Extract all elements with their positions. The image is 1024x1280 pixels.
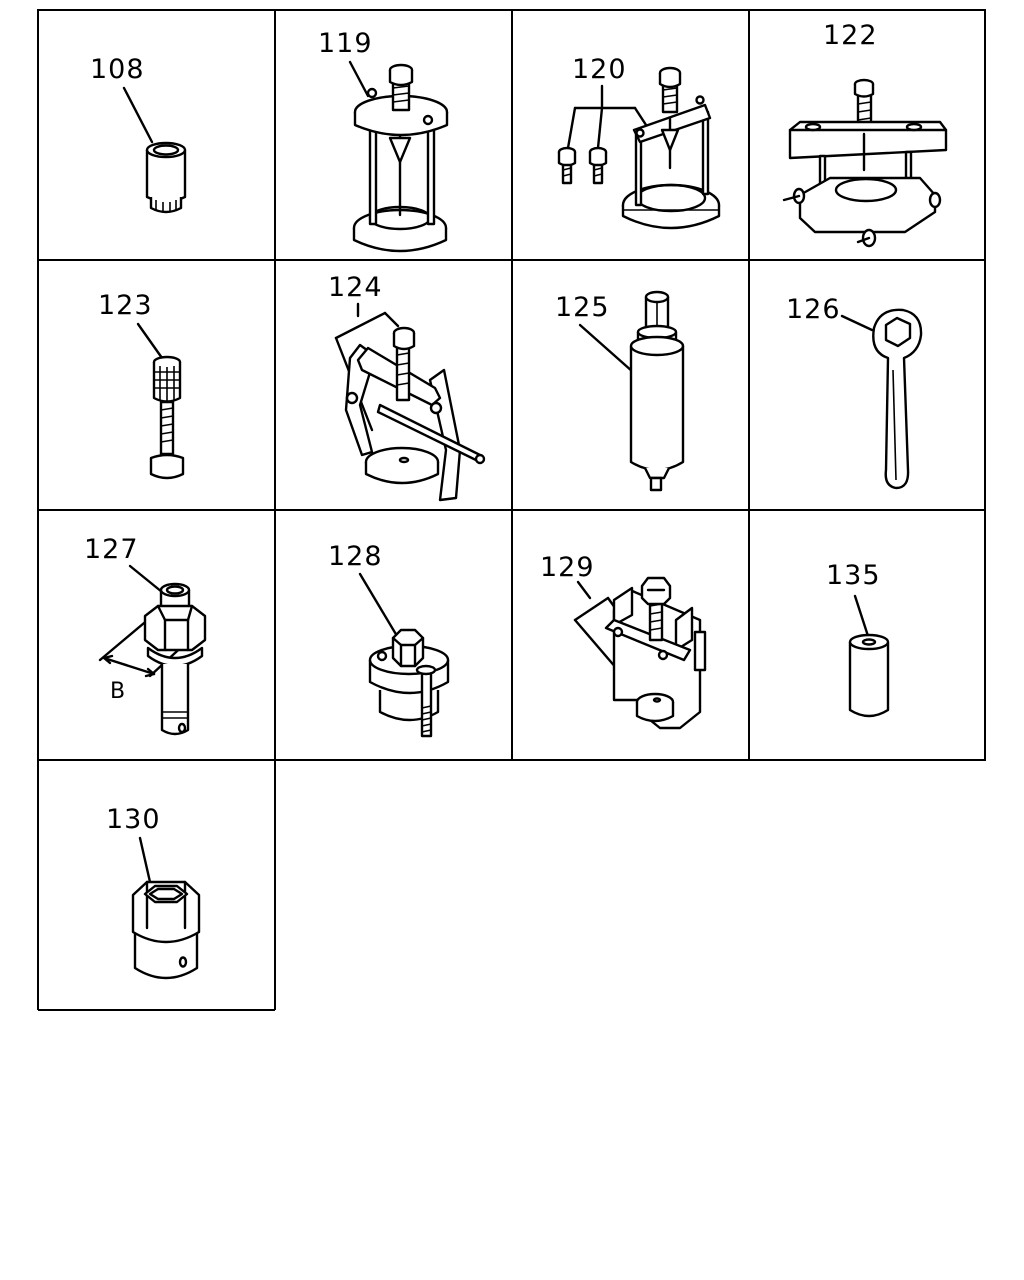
part-label-123: 123 bbox=[98, 290, 153, 321]
cell-120: 120 bbox=[557, 54, 721, 230]
cell-127: 127 B bbox=[84, 534, 207, 736]
socket-130-drawing bbox=[131, 880, 201, 980]
cell-128: 128 bbox=[328, 541, 450, 738]
dimension-b bbox=[98, 616, 202, 678]
tool-129-drawing bbox=[604, 576, 707, 730]
cell-124: 124 bbox=[328, 272, 486, 502]
leader-125 bbox=[578, 323, 635, 374]
cell-129: 129 bbox=[540, 552, 707, 730]
bolt-123-drawing bbox=[149, 355, 185, 480]
part-label-127: 127 bbox=[84, 534, 139, 565]
wrench-126-drawing bbox=[872, 308, 923, 490]
parts-grid bbox=[37, 9, 986, 1011]
leaders-120 bbox=[566, 84, 650, 150]
tool-127-drawing bbox=[143, 582, 207, 736]
puller-119-drawing bbox=[352, 63, 449, 253]
part-label-135: 135 bbox=[826, 560, 881, 591]
leader-123 bbox=[136, 322, 164, 360]
cell-123: 123 bbox=[98, 290, 185, 480]
bolt-120-right bbox=[588, 146, 608, 185]
leader-119 bbox=[348, 60, 370, 98]
part-label-126: 126 bbox=[786, 294, 841, 325]
cell-119: 119 bbox=[318, 28, 449, 253]
part-label-128: 128 bbox=[328, 541, 383, 572]
cylinder-125-drawing bbox=[629, 290, 685, 492]
leader-108 bbox=[122, 86, 154, 144]
leader-135 bbox=[853, 594, 870, 638]
part-label-120: 120 bbox=[572, 54, 627, 85]
callout-b: B bbox=[110, 679, 126, 704]
cell-130: 130 bbox=[106, 804, 201, 980]
cell-125: 125 bbox=[555, 290, 685, 492]
puller-124-drawing bbox=[344, 326, 486, 502]
puller-122-drawing bbox=[782, 78, 948, 248]
puller-120-drawing bbox=[621, 66, 721, 230]
cell-126: 126 bbox=[786, 294, 923, 490]
part-label-122: 122 bbox=[823, 20, 878, 51]
leader-130 bbox=[138, 836, 152, 884]
part-label-119: 119 bbox=[318, 28, 373, 59]
socket-108-drawing bbox=[145, 141, 187, 214]
cell-122: 122 bbox=[782, 20, 948, 248]
part-label-130: 130 bbox=[106, 804, 161, 835]
bolt-120-left bbox=[557, 146, 577, 185]
cylinder-135-drawing bbox=[848, 633, 890, 718]
part-label-129: 129 bbox=[540, 552, 595, 583]
cell-108: 108 bbox=[90, 54, 187, 214]
leader-127 bbox=[128, 564, 164, 594]
cell-135: 135 bbox=[826, 560, 890, 718]
leader-126 bbox=[840, 314, 874, 332]
leader-128 bbox=[358, 572, 399, 638]
part-label-124: 124 bbox=[328, 272, 383, 303]
part-label-125: 125 bbox=[555, 292, 610, 323]
part-label-108: 108 bbox=[90, 54, 145, 85]
tool-128-drawing bbox=[368, 628, 450, 738]
